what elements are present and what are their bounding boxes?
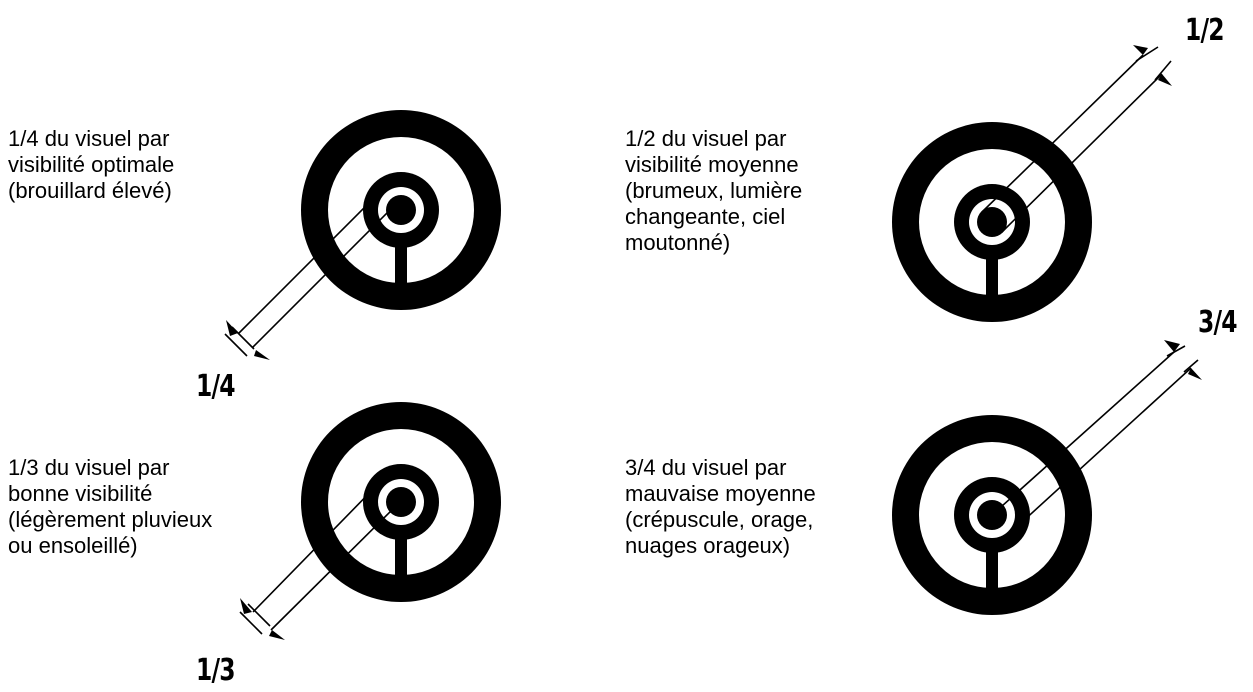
caption-half: 1/2 du visuel par visibilité moyenne (br… [625,126,802,256]
caption-line: (crépuscule, orage, [625,507,814,532]
target-third [239,402,501,640]
caption-third: 1/3 du visuel par bonne visibilité (légè… [8,455,212,559]
caption-line: visibilité optimale [8,152,175,177]
arrowhead [240,598,252,614]
caption-line: (brumeux, lumière [625,178,803,203]
caption-line: 1/2 du visuel par [625,126,787,151]
caption-line: moutonné) [625,230,731,255]
arrowhead [1158,74,1172,86]
arrowhead [254,350,270,360]
arrowhead [1164,340,1180,352]
caption-line: mauvaise moyenne [625,481,816,506]
arrowhead [226,320,238,336]
measure-lines-half [981,46,1172,233]
caption-line: ou ensoleillé) [8,533,138,558]
caption-line: (brouillard élevé) [8,178,172,203]
arrowhead [1133,45,1148,55]
caption-line: bonne visibilité [8,481,153,506]
arrowhead [269,630,285,640]
target-half [892,45,1172,322]
target-three-quarters [892,340,1202,615]
fraction-label-third: 1/3 [196,653,236,688]
caption-line: (légèrement pluvieux [8,507,213,532]
measure-lines-three-quarters [991,345,1199,534]
caption-line: changeante, ciel [625,204,786,229]
fraction-label-quarter: 1/4 [196,369,236,404]
caption-line: 1/3 du visuel par [8,455,170,480]
fraction-label-three-quarters: 3/4 [1198,305,1238,340]
caption-quarter: 1/4 du visuel par visibilité optimale (b… [8,126,174,204]
arrowhead [1188,368,1202,380]
caption-three-quarters: 3/4 du visuel par mauvaise moyenne (crép… [625,455,816,559]
caption-line: visibilité moyenne [625,152,799,177]
caption-line: nuages orageux) [625,533,791,558]
measure-lines-third [239,477,405,635]
fraction-label-half: 1/2 [1185,13,1225,48]
target-quarter [224,110,501,360]
caption-line: 1/4 du visuel par [8,126,170,151]
caption-line: 3/4 du visuel par [625,455,787,480]
